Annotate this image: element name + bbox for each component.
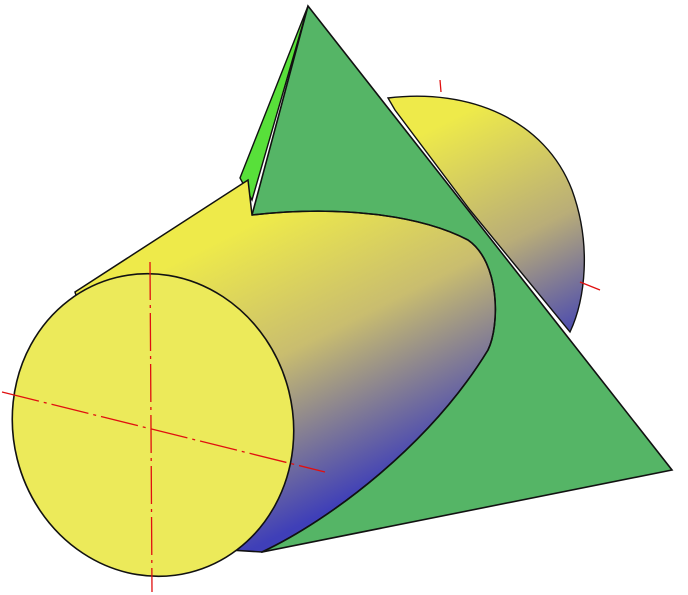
center-lines: [1, 79, 601, 593]
cylinder-back-surface: [386, 95, 586, 334]
back-center-mark-top: [439, 79, 442, 93]
cylinder-end-face: [11, 272, 295, 578]
horizontal-center-line: [1, 391, 326, 473]
back-center-mark-right: [579, 281, 601, 291]
intersection-curve: [251, 210, 497, 553]
vertical-center-line: [149, 261, 153, 593]
